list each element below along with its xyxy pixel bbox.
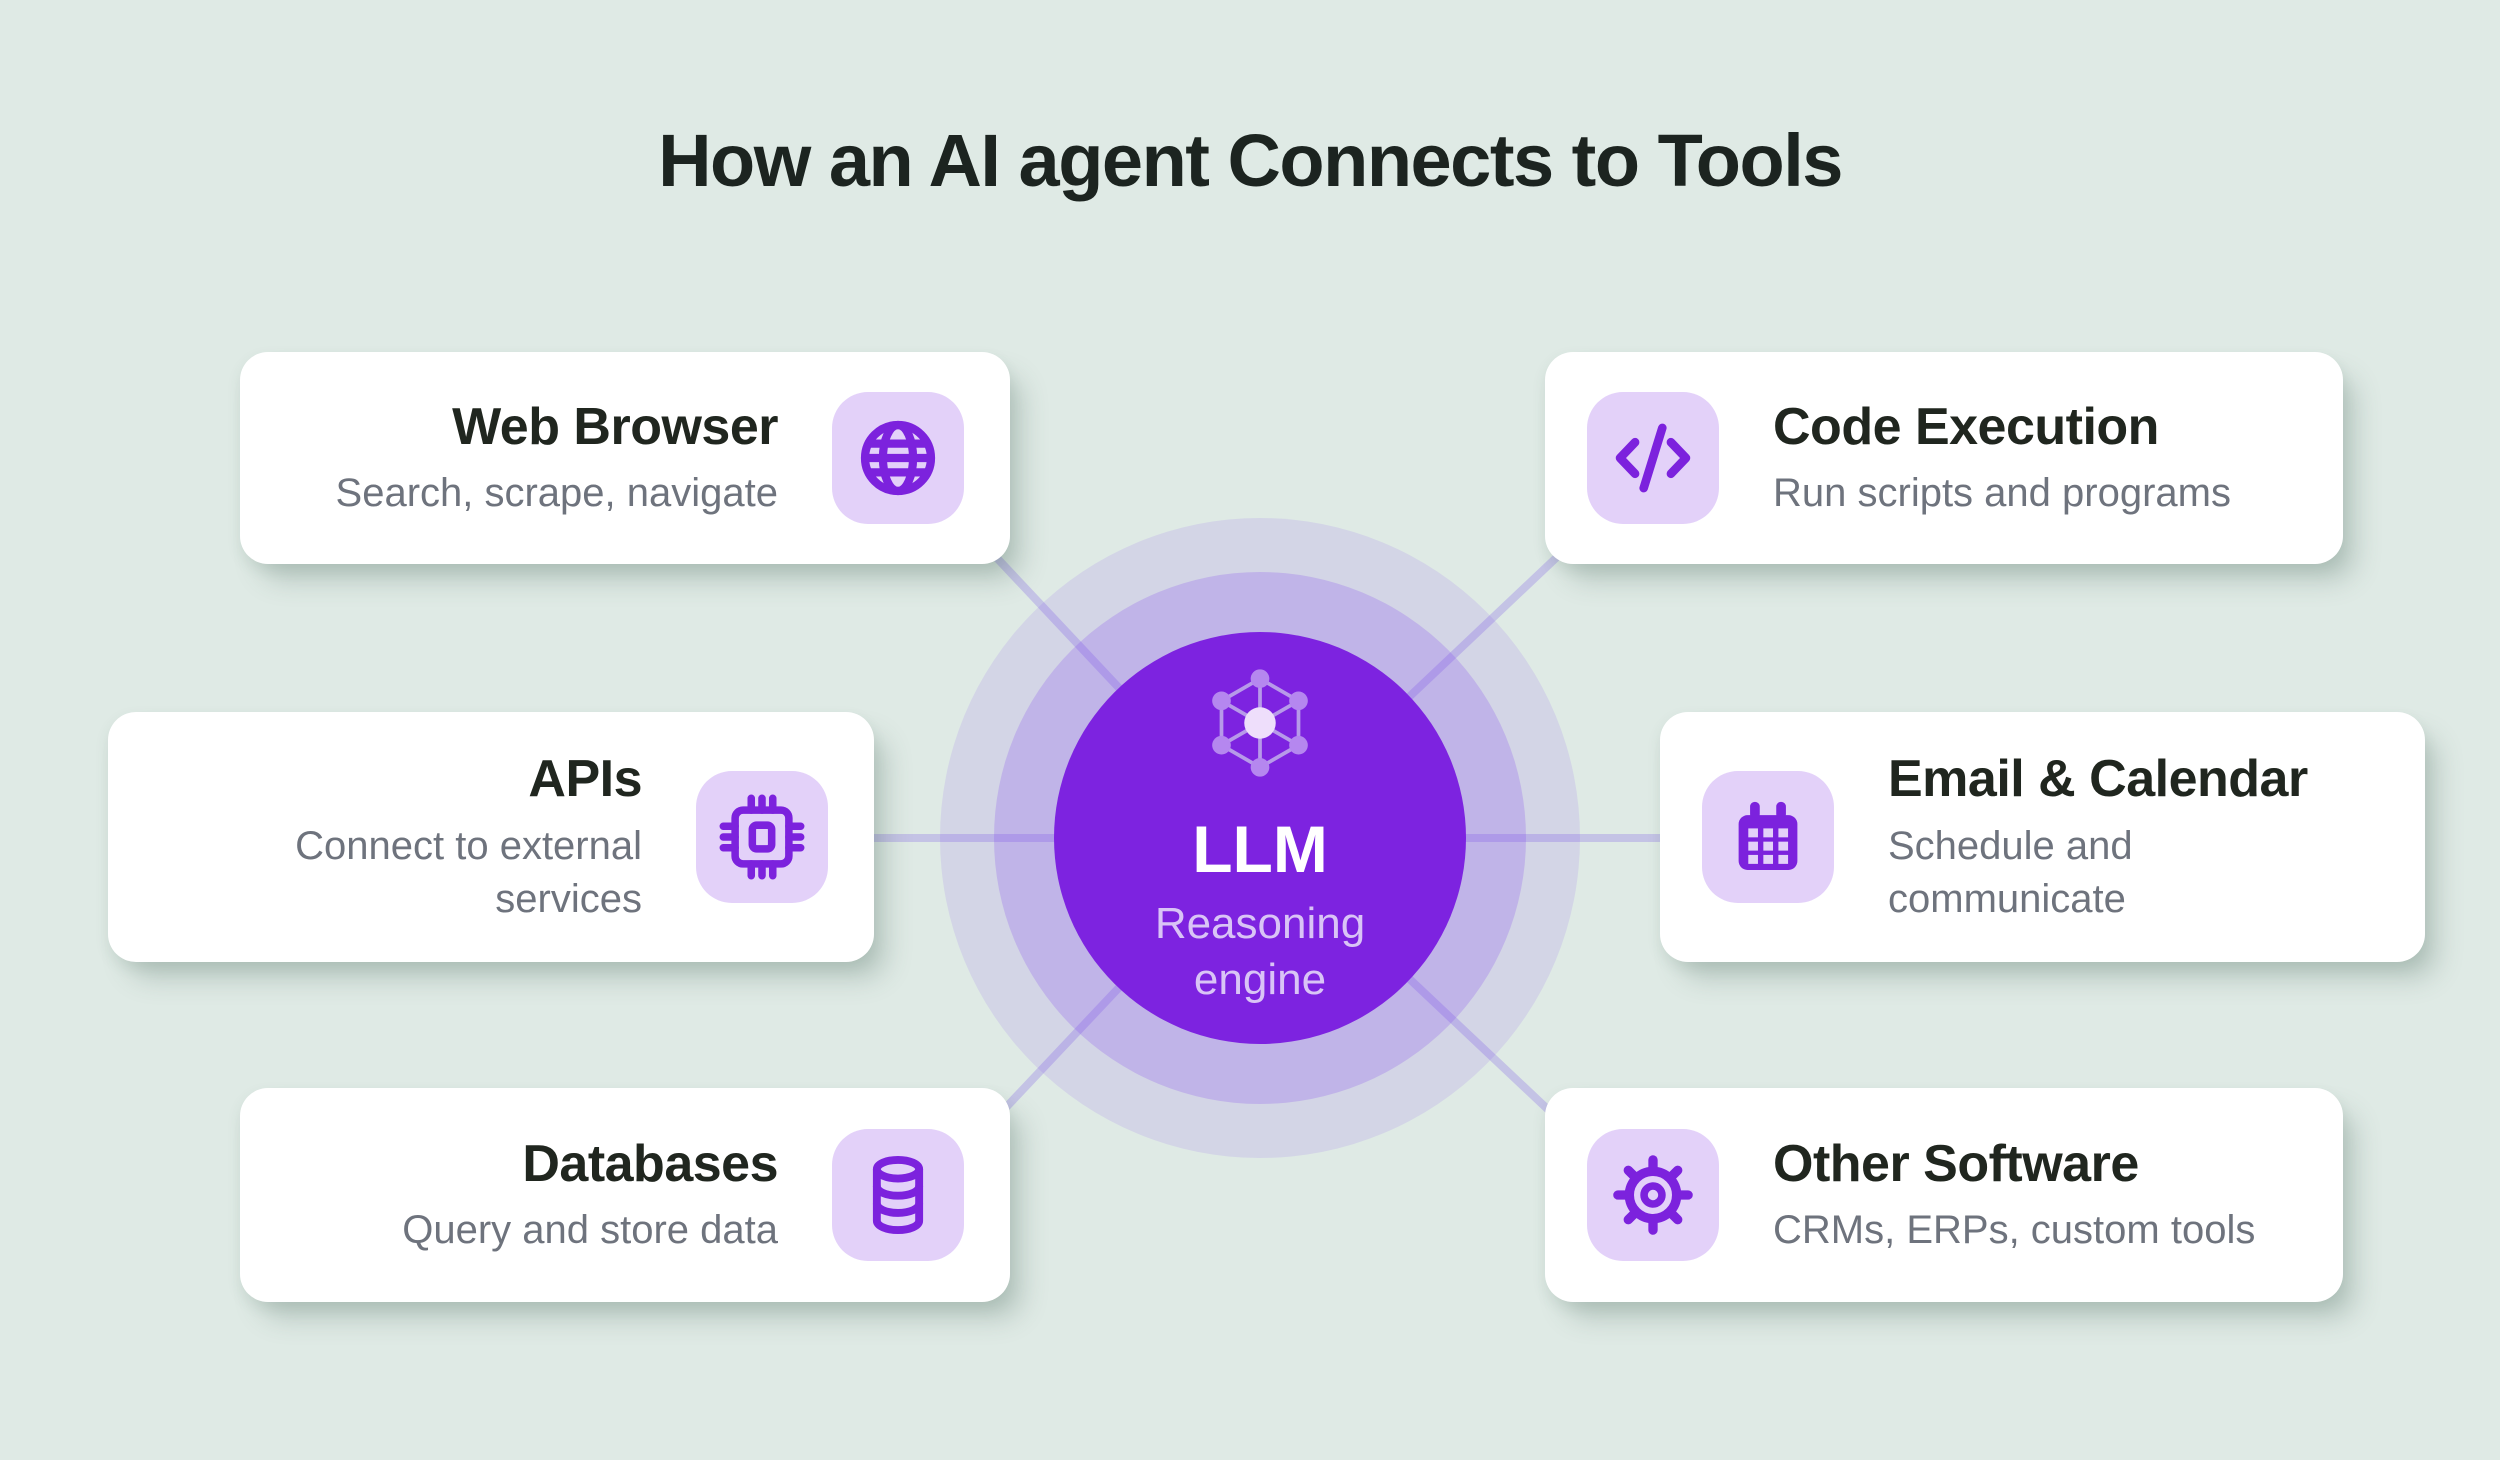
globe-icon bbox=[832, 392, 964, 524]
code-icon bbox=[1587, 392, 1719, 524]
card-title-web-browser: Web Browser bbox=[452, 397, 778, 456]
calendar-icon bbox=[1702, 771, 1834, 903]
network-nodes-icon bbox=[1212, 669, 1308, 778]
tool-card-email-calendar: Email & Calendar Schedule and communicat… bbox=[1660, 712, 2425, 962]
llm-label: LLM bbox=[1192, 812, 1328, 887]
tool-card-apis: APIs Connect to external services bbox=[108, 712, 874, 962]
tool-card-other-software: Other Software CRMs, ERPs, custom tools bbox=[1545, 1088, 2343, 1302]
card-subtitle-databases: Query and store data bbox=[402, 1208, 778, 1253]
card-subtitle-other-software: CRMs, ERPs, custom tools bbox=[1773, 1208, 2256, 1253]
card-title-apis: APIs bbox=[528, 750, 642, 809]
card-subtitle-code-execution: Run scripts and programs bbox=[1773, 471, 2231, 516]
tool-card-databases: Databases Query and store data bbox=[240, 1088, 1010, 1302]
tool-card-web-browser: Web Browser Search, scrape, navigate bbox=[240, 352, 1010, 564]
llm-sublabel: Reasoning engine bbox=[1154, 898, 1366, 1005]
gear-icon bbox=[1587, 1129, 1719, 1261]
tool-card-code-execution: Code Execution Run scripts and programs bbox=[1545, 352, 2343, 564]
card-subtitle-email-calendar: Schedule and communicate bbox=[1888, 823, 2133, 921]
llm-core-circle: LLM Reasoning engine bbox=[1054, 632, 1466, 1044]
database-icon bbox=[832, 1129, 964, 1261]
card-title-code-execution: Code Execution bbox=[1773, 397, 2159, 456]
card-subtitle-web-browser: Search, scrape, navigate bbox=[335, 471, 778, 516]
card-title-databases: Databases bbox=[522, 1134, 778, 1193]
chip-icon bbox=[696, 771, 828, 903]
card-subtitle-apis: Connect to external services bbox=[295, 823, 642, 921]
card-title-other-software: Other Software bbox=[1773, 1134, 2139, 1193]
card-title-email-calendar: Email & Calendar bbox=[1888, 750, 2308, 809]
page-title: How an AI agent Connects to Tools bbox=[658, 119, 1843, 202]
